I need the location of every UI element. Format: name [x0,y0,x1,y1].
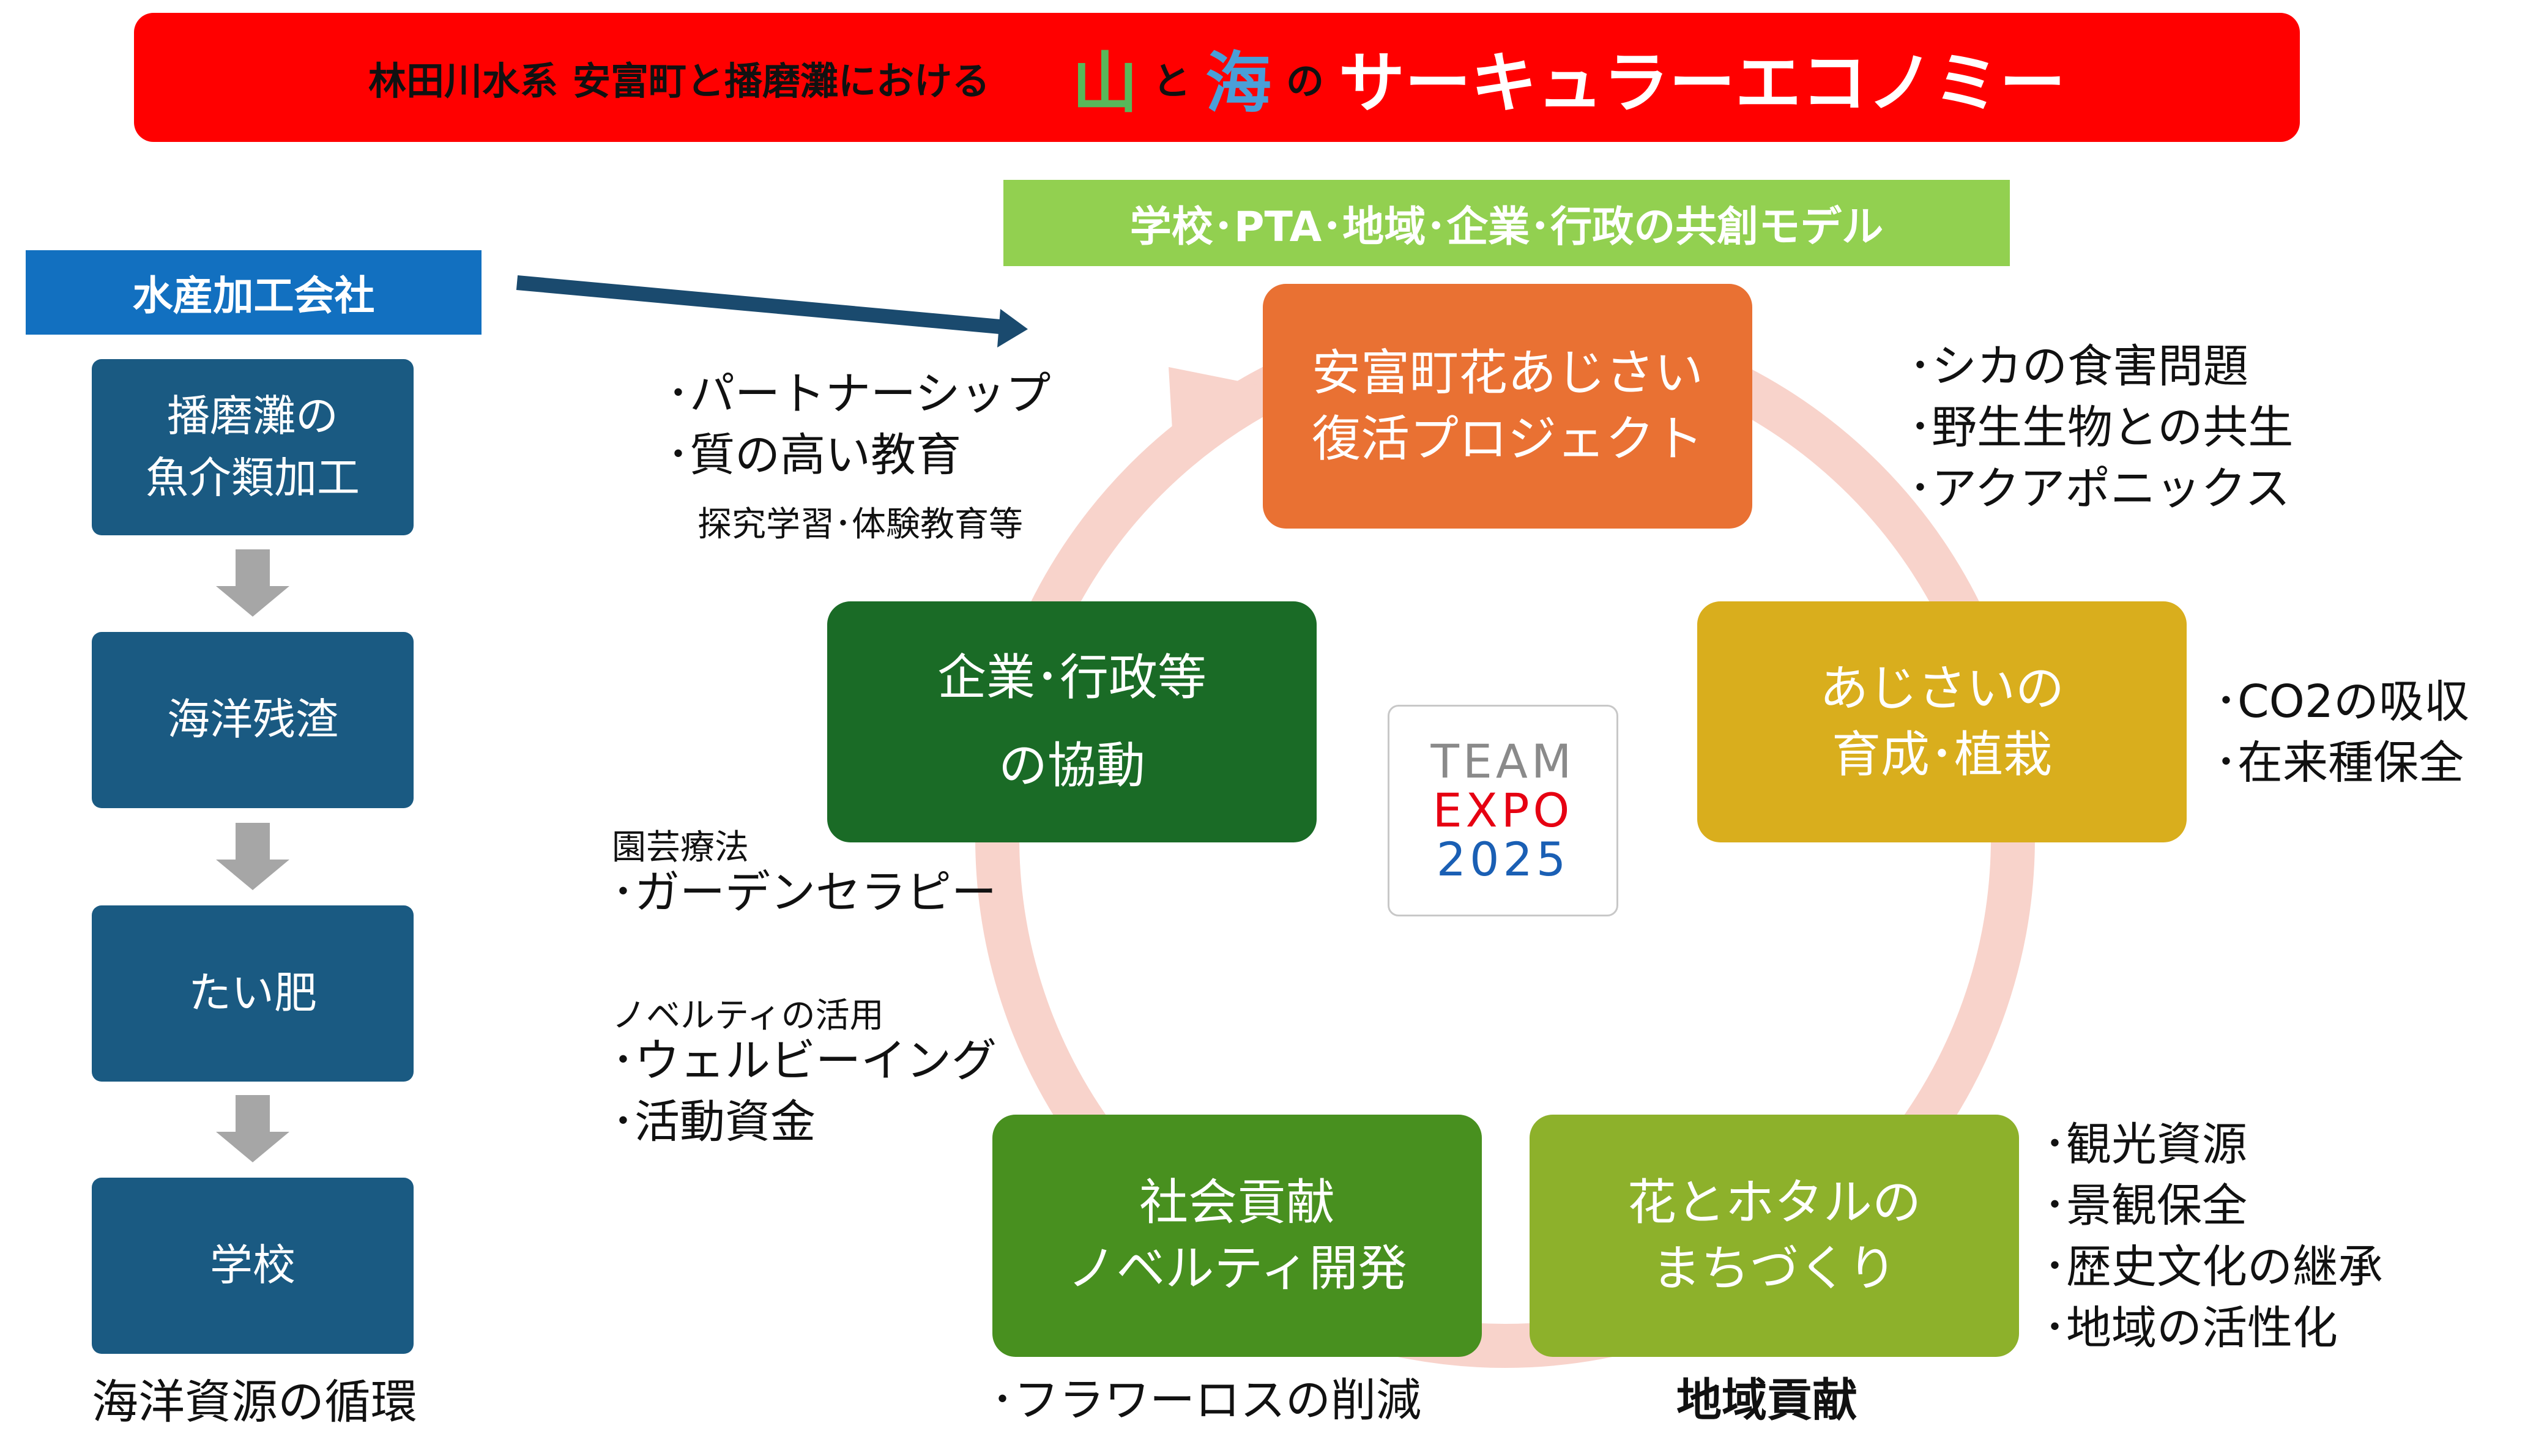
novelty-line2: ノベルティ開発 [1067,1240,1407,1297]
ajisai-project-line1: 安富町花あじさい [1312,344,1703,401]
title-lead: 林田川水系 [368,58,558,103]
novelty-line1: 社会貢献 [1139,1174,1335,1231]
note-funding: ･活動資金 [612,1095,816,1148]
title-to: と [1152,58,1191,103]
deer-notes: ･シカの食害問題 ･野生生物との共生 ･アクアポニックス [1909,336,2293,520]
step-school-label: 学校 [210,1240,296,1291]
note-deer: ･シカの食害問題 [1909,340,2248,393]
title-umi: 海 [1205,45,1272,122]
note-heritage: ･歴史文化の継承 [2043,1240,2383,1293]
town-line2: まちづくり [1652,1240,1897,1297]
title-mid: 安富町と播磨灘における [572,58,990,103]
tourism-notes: ･観光資源 ･景観保全 ･歴史文化の継承 ･地域の活性化 [2043,1115,2383,1359]
ajisai-growth-line2: 育成･植栽 [1832,726,2052,783]
town-line1: 花とホタルの [1627,1174,1921,1231]
town-development-box: 花とホタルの まちづくり [1530,1115,2019,1357]
note-novelty-head: ノベルティの活用 [612,996,884,1036]
note-garden-therapy: ･ガーデンセラピー [612,866,997,919]
wellbeing-notes: ･ウェルビーイング ･活動資金 [612,1031,997,1153]
note-education-sub: 探究学習･体験教育等 [697,505,1023,544]
note-revitalization: ･地域の活性化 [2043,1301,2338,1354]
title-no: の [1286,58,1325,103]
note-education: ･質の高い教育 [667,428,961,481]
ajisai-revival-project-box: 安富町花あじさい 復活プロジェクト [1263,284,1752,529]
note-wildlife: ･野生生物との共生 [1909,401,2294,454]
ajisai-project-line2: 復活プロジェクト [1312,410,1703,467]
cycle-arrowhead-big [1169,367,1260,471]
note-flower-loss: ･フラワーロスの削減 [991,1374,1421,1427]
note-native-species: ･在来種保全 [2215,736,2464,789]
step-compost-label: たい肥 [188,968,317,1019]
title-circular-economy: サーキュラーエコノミー [1339,45,2066,122]
logo-team: TEAM [1430,734,1575,789]
title-banner: 林田川水系 安富町と播磨灘における 山 と 海 の サーキュラーエコノミー [134,13,2300,142]
down-arrow [216,823,289,890]
company-header: 水産加工会社 [26,250,482,335]
marine-cycle-caption: 海洋資源の循環 [92,1375,417,1429]
note-horticultural-therapy-head: 園芸療法 [612,828,749,867]
title-yama: 山 [1071,45,1138,122]
collaboration-line2: の協動 [998,737,1145,794]
note-tourism: ･観光資源 [2043,1118,2247,1171]
logo-expo: EXPO [1432,783,1574,838]
team-expo-2025-logo: TEAM EXPO 2025 [1388,705,1618,916]
step-processing-line2: 魚介類加工 [146,453,360,503]
step-marine-residue: 海洋残渣 [92,632,414,808]
partnership-notes: ･パートナーシップ ･質の高い教育 [667,364,1051,486]
novelty-development-box: 社会貢献 ノベルティ開発 [992,1115,1482,1357]
down-arrow [216,1095,289,1162]
step-processing-line1: 播磨灘の [167,390,338,441]
company-arrowhead [997,309,1028,347]
note-aquaponics: ･アクアポニックス [1909,462,2291,515]
note-wellbeing: ･ウェルビーイング [612,1034,997,1087]
company-arrow [516,275,1008,335]
collaboration-box: 企業･行政等 の協動 [827,601,1317,842]
ajisai-growth-box: あじさいの 育成･植栽 [1697,601,2187,842]
regional-contribution-label: 地域貢献 [1676,1374,1857,1427]
co2-notes: ･CO2の吸収 ･在来種保全 [2215,672,2469,794]
step-school: 学校 [92,1178,414,1354]
collaboration-line1: 企業･行政等 [937,649,1207,706]
ajisai-growth-line1: あじさいの [1820,660,2064,717]
step-compost: たい肥 [92,905,414,1082]
co-creation-model-banner: 学校･PTA･地域･企業･行政の共創モデル [1003,180,2010,266]
note-co2: ･CO2の吸収 [2215,675,2469,728]
step-processing: 播磨灘の 魚介類加工 [92,359,414,535]
step-marine-residue-label: 海洋残渣 [167,694,338,745]
note-partnership: ･パートナーシップ [667,368,1051,420]
logo-year: 2025 [1436,831,1570,886]
down-arrow [216,549,289,617]
note-landscape: ･景観保全 [2043,1179,2247,1232]
